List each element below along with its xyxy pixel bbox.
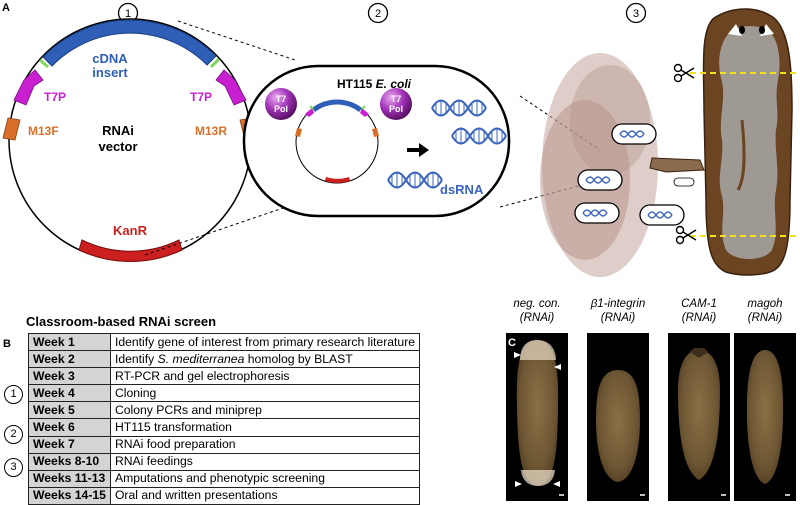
worm-caption-line: (RNAi)	[747, 312, 783, 324]
svg-text:3: 3	[633, 8, 639, 20]
svg-text:2: 2	[375, 8, 381, 20]
worm-caption-line: magoh	[747, 298, 783, 310]
t7p-label-left: T7P	[44, 90, 66, 104]
m13r-label: M13R	[195, 124, 227, 138]
table-row: Week 4 Cloning	[28, 384, 421, 403]
bacterium-strain-label: HT115 E. coli	[337, 77, 412, 91]
scissors-icon	[673, 63, 695, 83]
week-cell: Week 7	[28, 435, 111, 454]
t7-pol-left-label-2: Pol	[274, 104, 288, 114]
worm-photo-magoh	[734, 333, 796, 501]
worm-caption-line: (RNAi)	[600, 312, 636, 324]
t7-pol-left-label: T7	[276, 94, 287, 104]
worm-caption-magoh: magoh (RNAi)	[729, 297, 800, 325]
table-step-marker-3: 3	[4, 458, 23, 477]
week-cell: Week 5	[28, 401, 111, 420]
activity-cell: Oral and written presentations	[109, 486, 421, 505]
week-cell: Weeks 14-15	[28, 486, 111, 505]
activity-cell: Colony PCRs and miniprep	[109, 401, 421, 420]
activity-cell: Cloning	[109, 384, 421, 403]
activity-cell: Amputations and phenotypic screening	[109, 469, 421, 488]
worm-photo-b1-integrin	[587, 333, 649, 501]
cdna-insert-label-2: insert	[92, 65, 128, 80]
table-step-marker-1: 1	[4, 385, 23, 404]
activity-cell: RNAi food preparation	[109, 435, 421, 454]
table-row: Week 6 HT115 transformation	[28, 418, 421, 437]
kanr-segment	[78, 239, 183, 263]
table-step-marker-2: 2	[4, 425, 23, 444]
t7-polymerase-right	[380, 88, 412, 120]
activity-cell: HT115 transformation	[109, 418, 421, 437]
t7p-label-right: T7P	[190, 90, 212, 104]
schedule-table: Week 1 Identify gene of interest from pr…	[28, 332, 421, 505]
activity-cell: RNAi feedings	[109, 452, 421, 471]
week-cell: Week 6	[28, 418, 111, 437]
kanr-label: KanR	[113, 223, 148, 238]
planarian-illustration	[649, 8, 796, 276]
m13f-primer-site	[2, 117, 21, 141]
ht115-bacterium	[242, 64, 511, 218]
worm-caption-b1-integrin: β1-integrin (RNAi)	[582, 297, 654, 325]
table-row: Week 1 Identify gene of interest from pr…	[28, 332, 421, 352]
week-cell: Week 4	[28, 384, 111, 403]
worm-photo-neg-con	[506, 333, 568, 501]
panel-label-c: C	[508, 337, 516, 349]
svg-text:1: 1	[125, 8, 131, 20]
activity-cell: RT-PCR and gel electrophoresis	[109, 367, 421, 386]
t7-pol-right-label: T7	[391, 94, 402, 104]
planarian-pharynx	[649, 157, 705, 173]
table-row: Week 5 Colony PCRs and miniprep	[28, 401, 421, 420]
vector-name-label-2: vector	[98, 139, 137, 154]
activity-cell: Identify S. mediterranea homolog by BLAS…	[109, 350, 421, 369]
cdna-insert-label: cDNA	[92, 51, 128, 66]
scissors-icon-2	[675, 225, 697, 245]
worm-caption-line: neg. con.	[513, 298, 561, 310]
worm-caption-line: (RNAi)	[519, 312, 555, 324]
activity-cell: Identify gene of interest from primary r…	[109, 332, 421, 352]
worm-caption-line: CAM-1	[681, 298, 717, 310]
worm-caption-line: β1-integrin	[590, 298, 646, 310]
dsrna-label: dsRNA	[440, 182, 484, 197]
week-cell: Week 2	[28, 350, 111, 369]
panel-label-b: B	[3, 338, 11, 350]
worm-caption-neg-con: neg. con. (RNAi)	[501, 297, 573, 325]
table-row: Week 2 Identify S. mediterranea homolog …	[28, 350, 421, 369]
t7-promoter-right	[215, 69, 247, 106]
worm-caption-line: (RNAi)	[681, 312, 717, 324]
week-cell: Weeks 11-13	[28, 469, 111, 488]
screen-title: Classroom-based RNAi screen	[26, 314, 217, 329]
week-cell: Week 1	[28, 332, 111, 352]
vector-name-label: RNAi	[102, 123, 134, 138]
cdna-insert-segment	[42, 19, 217, 67]
panel-label-a: A	[2, 2, 10, 14]
t7-polymerase-left	[265, 88, 297, 120]
rnai-food-cloud	[540, 53, 685, 277]
t7-promoter-left	[13, 69, 44, 106]
step-marker-3: 3	[625, 2, 647, 24]
week-cell: Weeks 8-10	[28, 452, 111, 471]
t7-pol-right-label-2: Pol	[389, 104, 403, 114]
table-row: Weeks 8-10 RNAi feedings	[28, 452, 421, 471]
table-row: Weeks 14-15 Oral and written presentatio…	[28, 486, 421, 505]
worm-caption-cam-1: CAM-1 (RNAi)	[663, 297, 735, 325]
week-cell: Week 3	[28, 367, 111, 386]
table-row: Weeks 11-13 Amputations and phenotypic s…	[28, 469, 421, 488]
step-marker-2: 2	[367, 2, 389, 24]
m13f-label: M13F	[28, 124, 59, 138]
transcription-arrow	[407, 143, 429, 157]
table-row: Week 7 RNAi food preparation	[28, 435, 421, 454]
planarian-gut	[719, 26, 780, 259]
table-row: Week 3 RT-PCR and gel electrophoresis	[28, 367, 421, 386]
worm-photo-cam-1	[668, 333, 730, 501]
